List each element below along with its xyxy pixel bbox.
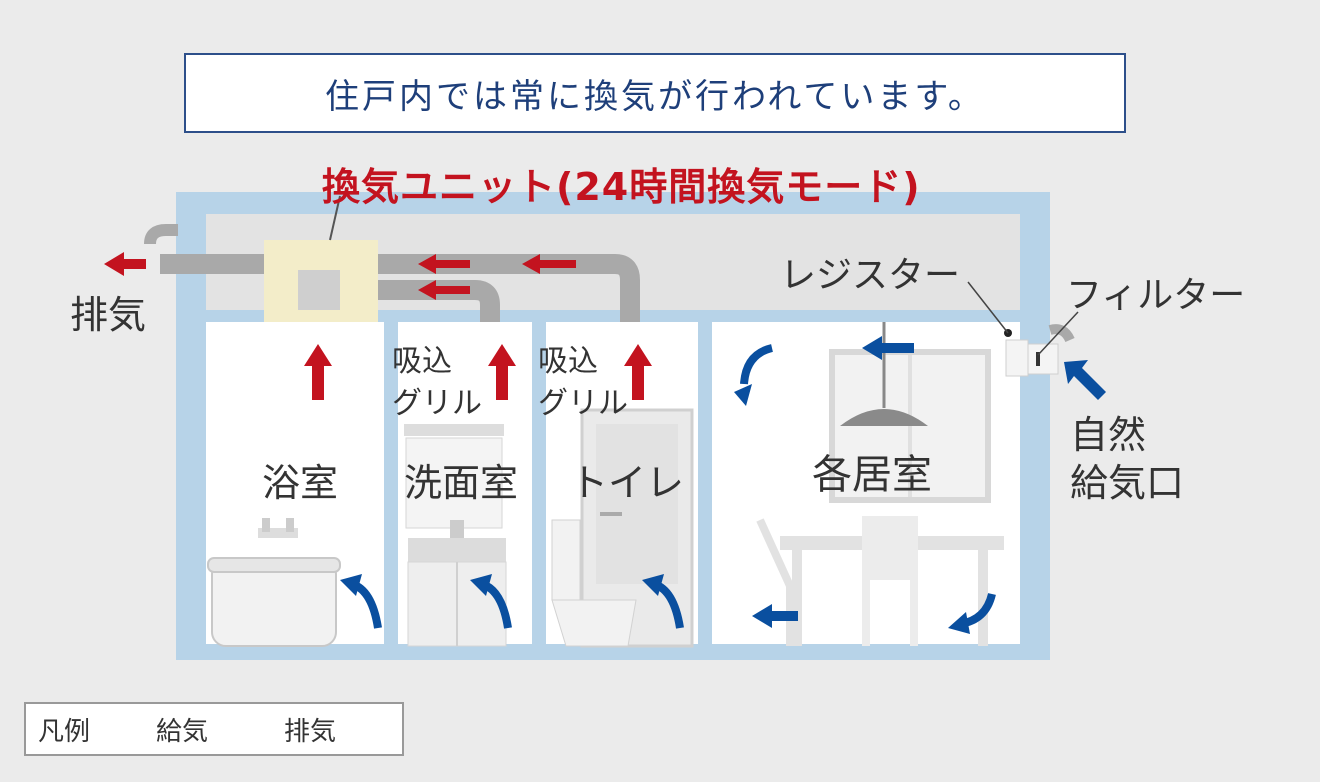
supply-arrowheads	[340, 336, 1106, 634]
legend-supply-label: 給気	[156, 716, 209, 747]
natural-inlet-label-line2: 給気口	[1070, 461, 1185, 505]
exhaust-arrows-duct	[104, 252, 576, 300]
register-leader	[967, 281, 1009, 334]
exhaust-arrows-rooms	[304, 344, 652, 400]
natural-inlet-label-line1: 自然	[1070, 413, 1147, 457]
room-label-toilet: トイレ	[570, 461, 685, 505]
legend-exhaust-label: 排気	[284, 716, 337, 747]
filter-leader	[1037, 311, 1079, 356]
intake-grill-2-line1: 吸込	[538, 344, 598, 379]
supply-arrow-inlet	[1064, 360, 1106, 400]
legend-title: 凡例	[38, 716, 91, 747]
ventilation-unit-label: 換気ユニット(24時間換気モード)	[322, 165, 921, 209]
room-label-living: 各居室	[812, 452, 932, 498]
exhaust-out-label: 排気	[70, 293, 147, 337]
natural-air-inlet	[1005, 324, 1075, 377]
legend: 凡例 給気 排気	[24, 702, 404, 756]
supply-arrow-living-left	[752, 604, 798, 628]
intake-grill-1-line2: グリル	[392, 386, 482, 421]
intake-grill-2-line2: グリル	[538, 386, 628, 421]
supply-arrow-living-top	[740, 344, 774, 385]
duct-network	[160, 254, 640, 322]
bathtub	[207, 518, 341, 647]
exhaust-arrow-washroom	[488, 344, 516, 400]
supply-arrow-window	[862, 336, 914, 360]
register-label: レジスター	[780, 255, 961, 296]
exhaust-duct-elbow	[144, 224, 178, 245]
header-text: 住戸内では常に換気が行われています。	[325, 76, 985, 117]
exhaust-arrow	[418, 254, 470, 274]
intake-grill-1-line1: 吸込	[392, 344, 452, 379]
exhaust-arrow-out	[104, 252, 146, 276]
exhaust-arrow-bath	[304, 344, 332, 400]
header-banner: 住戸内では常に換気が行われています。	[184, 53, 1126, 133]
exhaust-arrow	[418, 280, 470, 300]
room-label-bath: 浴室	[262, 461, 339, 505]
exhaust-arrow-toilet	[624, 344, 652, 400]
toilet-fixtures	[551, 408, 694, 648]
room-label-washroom: 洗面室	[404, 461, 519, 505]
ventilation-unit-fan	[298, 270, 340, 310]
exhaust-arrow	[522, 254, 576, 274]
filter-label: フィルター	[1066, 275, 1246, 316]
